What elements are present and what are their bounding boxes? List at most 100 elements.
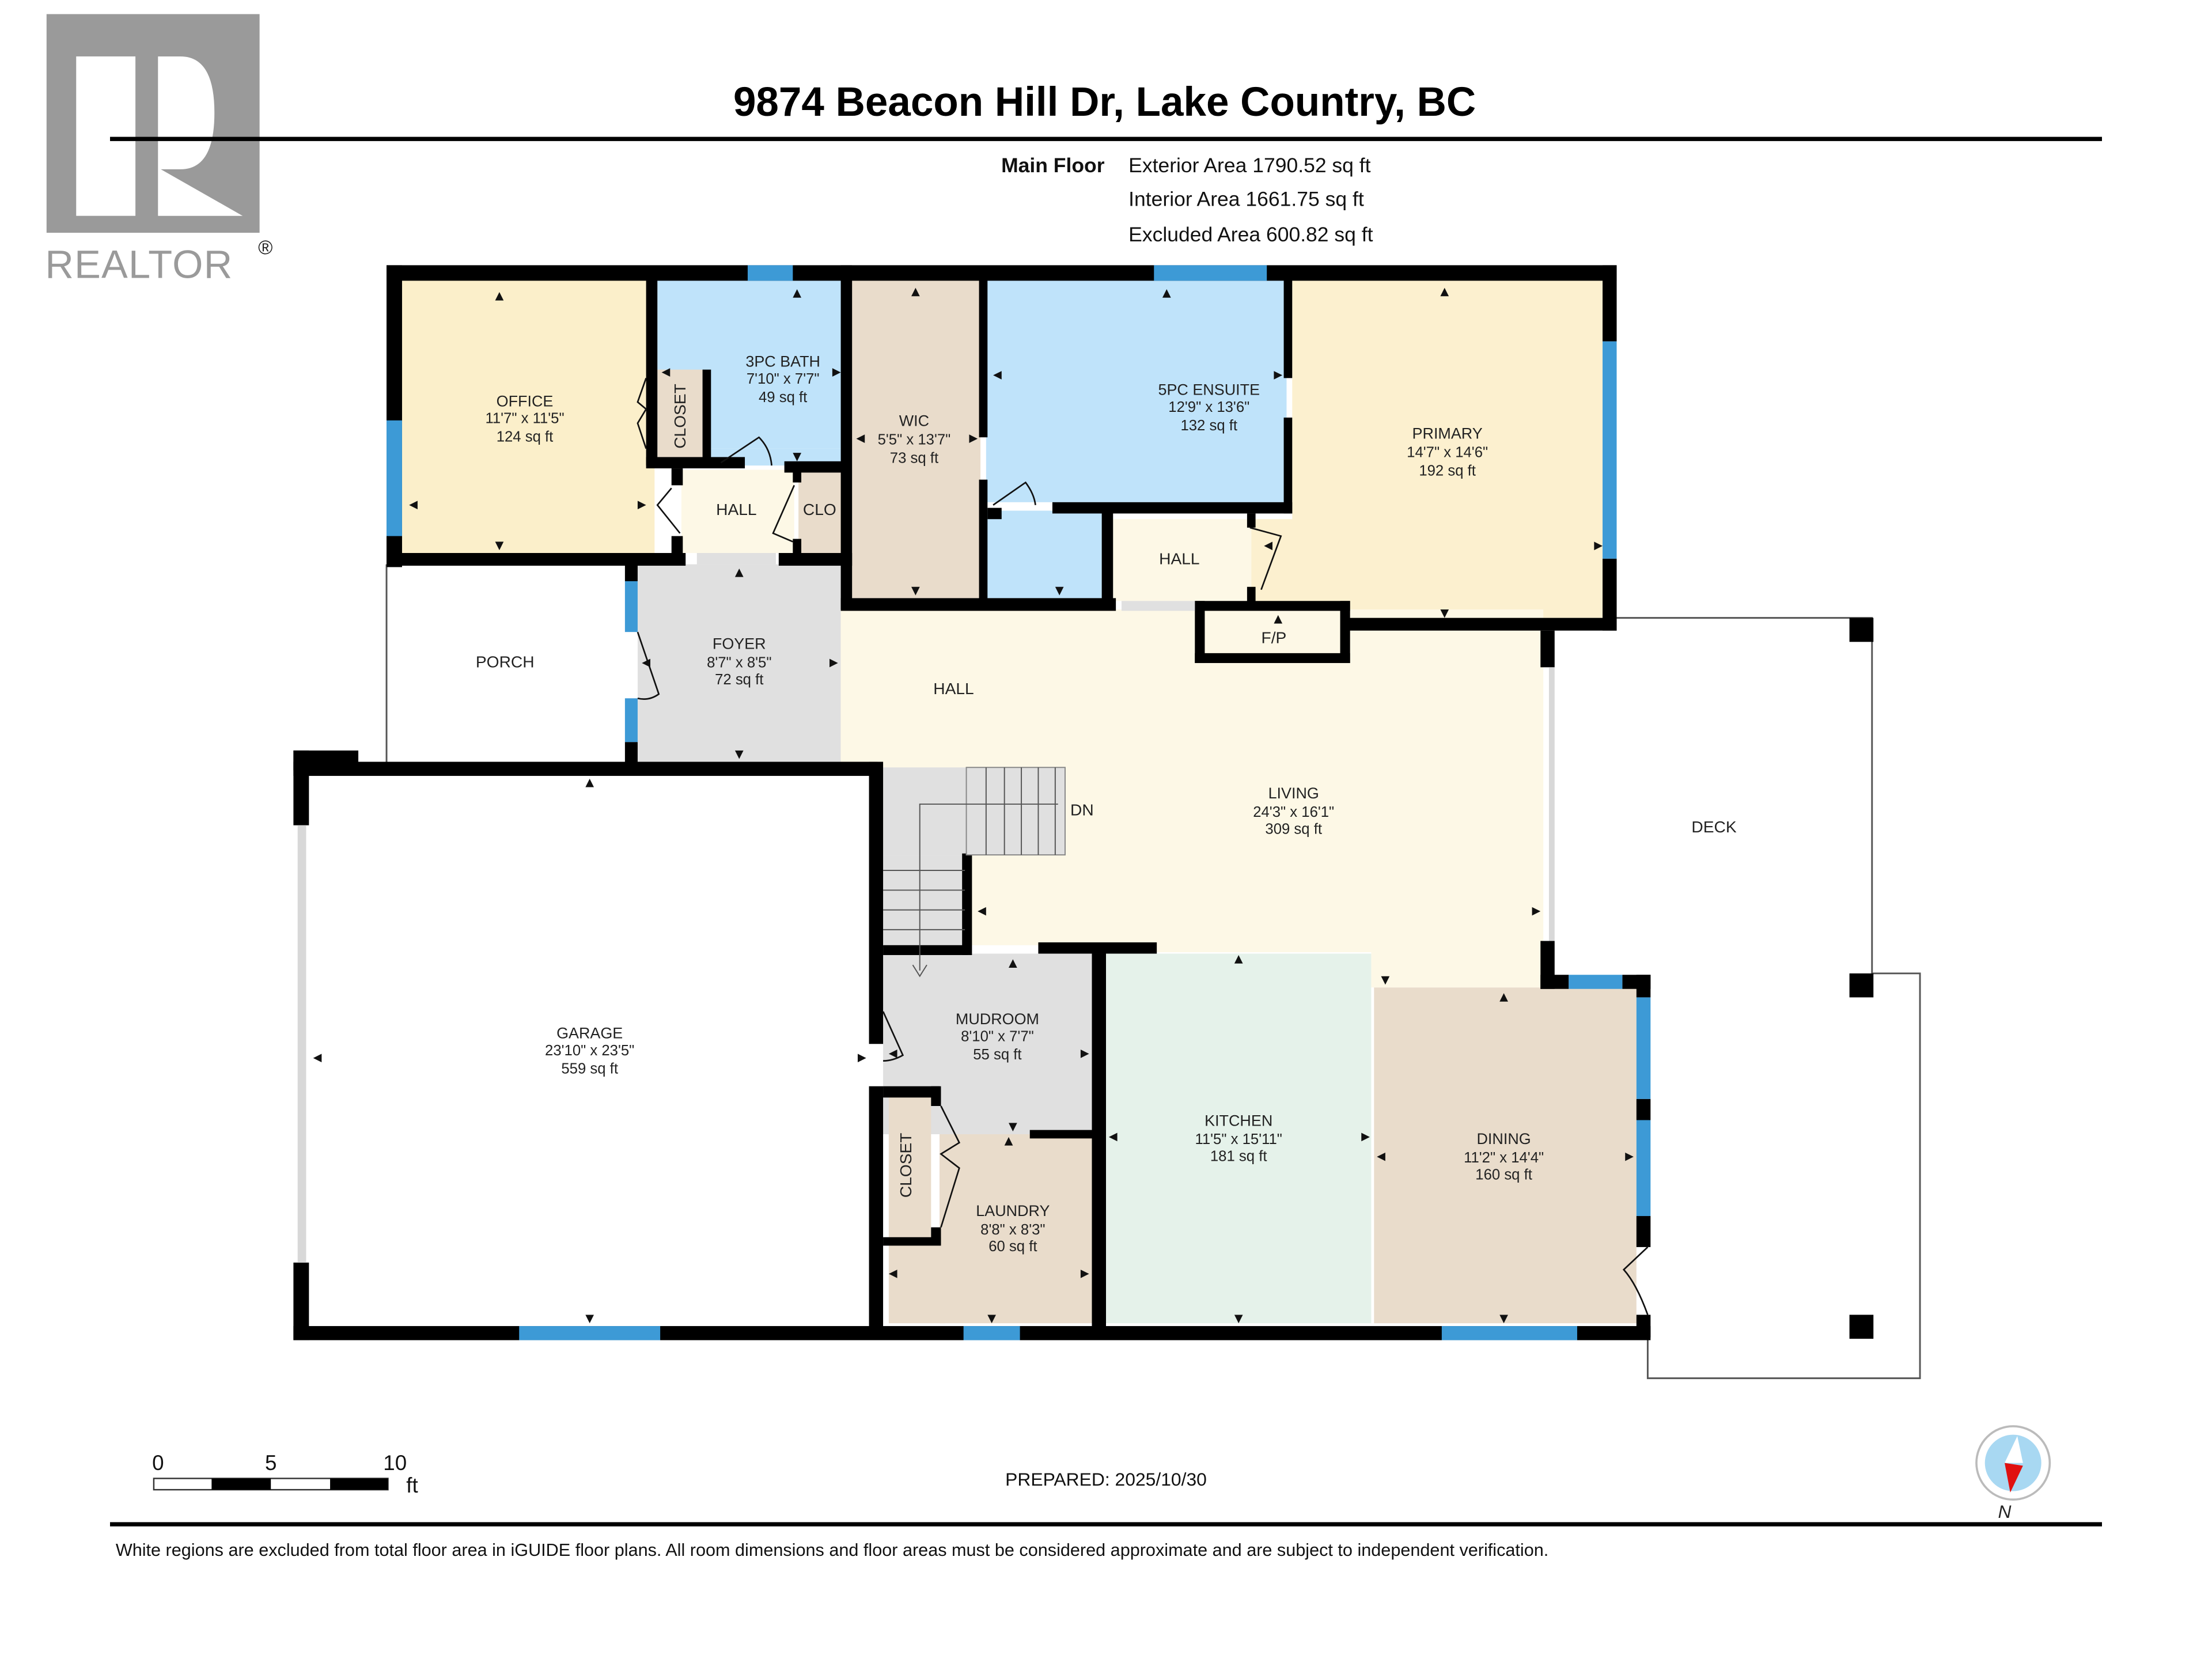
stair-treads: [985, 767, 1056, 855]
window: [624, 581, 638, 632]
wall: [702, 369, 711, 463]
wall: [869, 1086, 884, 1338]
wall: [1247, 513, 1256, 528]
wall: [883, 945, 968, 955]
ensuite-wc-fill: [986, 510, 1102, 599]
sliding-door: [1548, 667, 1555, 941]
wall: [1636, 1216, 1651, 1247]
fireplace-label: F/P: [1262, 629, 1287, 647]
wall: [624, 564, 638, 581]
deck-post: [1849, 1315, 1874, 1339]
window: [1441, 1326, 1577, 1340]
room-fills: [400, 279, 1637, 1324]
wall: [840, 265, 853, 609]
wall: [979, 479, 988, 609]
scale-bar-segment: [330, 1478, 388, 1490]
compass-icon: N: [1975, 1425, 2051, 1522]
wall: [793, 539, 802, 556]
living-fill: [840, 609, 1544, 988]
realtor-logo: REALTOR ®: [45, 14, 272, 286]
wall: [1540, 975, 1569, 989]
wall: [1195, 601, 1350, 611]
deck-post: [1849, 973, 1874, 998]
laundry-closet-fill: [888, 1096, 931, 1237]
wall: [1283, 417, 1293, 514]
page-title: 9874 Beacon Hill Dr, Lake Country, BC: [733, 79, 1476, 125]
compass-needle-south: [2005, 1436, 2023, 1463]
room-dims: 8'10" x 7'7": [961, 1028, 1034, 1044]
wall: [387, 553, 686, 566]
room-dims: 12'9" x 13'6": [1168, 399, 1249, 415]
room-area: 132 sq ft: [1180, 418, 1237, 434]
window: [1154, 265, 1267, 281]
deck-post: [1849, 618, 1874, 642]
wall: [1038, 942, 1157, 954]
wall: [883, 1086, 940, 1098]
realtor-logo-bar: [76, 56, 136, 216]
dining-door-swing: [1622, 1246, 1649, 1315]
stair-treads: [883, 870, 965, 930]
room-dims: 8'8" x 8'3": [980, 1222, 1045, 1238]
wall: [1101, 510, 1113, 609]
room-area: 55 sq ft: [973, 1047, 1021, 1063]
office-door-swing: [656, 487, 681, 534]
room-label-mudroom: MUDROOM 8'10" x 7'7" 55 sq ft: [956, 1010, 1039, 1063]
scale-bar-segment: [211, 1478, 271, 1490]
room-name: 5PC ENSUITE: [1158, 381, 1260, 399]
wall: [1052, 502, 1293, 514]
hall-upper-right-fill: [1113, 519, 1252, 601]
room-area: 60 sq ft: [988, 1238, 1037, 1255]
registered-mark: ®: [258, 237, 272, 259]
window: [963, 1326, 1020, 1340]
room-dims: 5'5" x 13'7": [878, 431, 951, 448]
window: [1603, 341, 1617, 559]
room-dims: 14'7" x 14'6": [1407, 444, 1488, 460]
wall: [1603, 558, 1617, 631]
window: [387, 420, 402, 536]
room-dims: 11'5" x 15'11": [1195, 1131, 1282, 1147]
wall: [1029, 1130, 1093, 1139]
title-rule: [110, 137, 2102, 141]
clo-fill: [798, 469, 844, 553]
wall: [293, 750, 309, 825]
closet-laundry-label: CLOSET: [897, 1133, 915, 1198]
stair-direction-line: [919, 803, 1058, 971]
room-name: DINING: [1476, 1130, 1531, 1147]
wic-fill: [850, 279, 981, 599]
exterior-area: Exterior Area 1790.52 sq ft: [1128, 154, 1370, 177]
room-area: 309 sq ft: [1265, 821, 1322, 837]
window: [1569, 975, 1623, 989]
kitchen-fill: [1106, 953, 1372, 1324]
room-label-wic: WIC 5'5" x 13'7" 73 sq ft: [878, 412, 951, 467]
wall: [987, 507, 1002, 520]
stairs-down-label: DN: [1070, 801, 1094, 819]
room-label-primary: PRIMARY 14'7" x 14'6" 192 sq ft: [1407, 425, 1488, 479]
garage-door: [297, 825, 306, 1263]
office-closet-fill: [657, 369, 703, 457]
room-dims: 11'2" x 14'4": [1464, 1150, 1544, 1166]
opening: [696, 553, 776, 565]
scale-tick-10: 10: [383, 1451, 407, 1475]
wall: [1092, 953, 1106, 1338]
wall: [793, 468, 802, 483]
realtor-wordmark: REALTOR: [45, 242, 233, 286]
realtor-logo-r: [158, 56, 243, 216]
room-dims: 8'7" x 8'5": [707, 654, 771, 671]
room-name: KITCHEN: [1205, 1112, 1272, 1129]
wall: [869, 762, 884, 1044]
bath-door-swing: [720, 436, 772, 466]
wall: [1603, 265, 1617, 342]
room-area: 160 sq ft: [1475, 1166, 1532, 1183]
room-dims: 23'10" x 23'5": [545, 1043, 634, 1059]
deck-outline: [1615, 617, 1921, 1380]
room-area: 72 sq ft: [715, 672, 763, 688]
room-label-foyer: FOYER 8'7" x 8'5" 72 sq ft: [707, 635, 771, 688]
front-door-swing: [637, 631, 660, 700]
scale-tick-0: 0: [152, 1451, 164, 1475]
compass-north-label: N: [1998, 1501, 2012, 1522]
room-area: 49 sq ft: [759, 389, 807, 406]
wall: [883, 1237, 941, 1246]
primary-fill: [1292, 279, 1603, 618]
room-name: OFFICE: [497, 392, 554, 410]
